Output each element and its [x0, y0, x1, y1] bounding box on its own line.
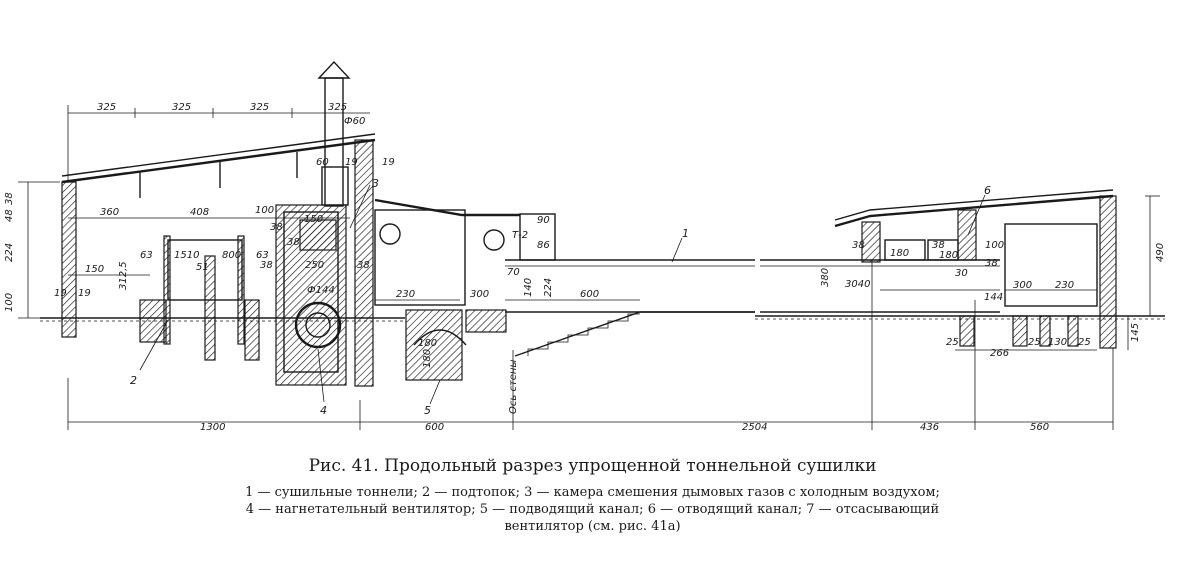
dim-mid-15: 70: [507, 267, 520, 278]
dim-low-9: 266: [990, 348, 1009, 359]
dim-mid-3: 38: [4, 192, 15, 205]
dim-mid-23: 38: [852, 240, 865, 251]
dim-mid-17: 224: [543, 278, 554, 297]
dim-upper-3: 19: [382, 157, 395, 168]
dim-upper-12: Т-2: [512, 230, 528, 241]
dimension-lines: [18, 105, 1160, 430]
dim-mid-27: 100: [985, 240, 1004, 251]
dim-upper-1: 60: [316, 157, 329, 168]
dim-mid-29: 30: [955, 268, 968, 279]
dim-upper-4: 360: [100, 207, 119, 218]
dim-low-11: 130: [1048, 337, 1067, 348]
dim-low-6: 144: [984, 292, 1003, 303]
dim-mid-22: 3040: [845, 279, 870, 290]
dim-upper-10: 90: [537, 215, 550, 226]
callout-5: 5: [424, 404, 431, 417]
dim-low-3: 19: [78, 288, 91, 299]
legend-line-2: 4 — нагнетательный вентилятор; 5 — подво…: [245, 502, 940, 517]
dim-mid-10: 312,5: [118, 261, 129, 290]
callout-2: 2: [130, 374, 137, 387]
legend-line-3: вентилятор (см. рис. 41а): [504, 519, 681, 534]
dim-low-1: 100: [4, 293, 15, 312]
callout-6: 6: [984, 184, 991, 197]
dim-low-8: 25: [946, 337, 959, 348]
dimension-texts: 325 325 325 325 Ф60 60 19 19 360 408 100…: [4, 102, 1166, 433]
dim-mid-25: 38: [932, 240, 945, 251]
dim-mid-20: 600: [580, 289, 599, 300]
dim-low-10: 25: [1028, 337, 1041, 348]
dim-upper-6: 100: [255, 205, 274, 216]
dim-mid-26: 180: [939, 250, 958, 261]
dim-low-7: 145: [1130, 323, 1141, 342]
dim-mid-5: 1510: [174, 250, 199, 261]
dim-top-2: 325: [172, 102, 191, 113]
dim-upper-8: 38: [287, 237, 300, 248]
dim-mid-30: 300: [1013, 280, 1032, 291]
dim-mid-8: 51: [196, 262, 209, 273]
dim-mid-32: 490: [1155, 243, 1166, 262]
dim-upper-7: 150: [304, 214, 323, 225]
right-building: [834, 189, 1117, 349]
dim-top-4: 325: [328, 102, 347, 113]
dim-mid-7: 63: [256, 250, 269, 261]
callouts: 1 2 3 4 5 6: [130, 177, 991, 417]
dim-upper-9: 38: [270, 222, 283, 233]
dim-mid-6: 800: [222, 250, 241, 261]
dim-upper-11: 86: [537, 240, 550, 251]
dim-mid-16: 140: [523, 278, 534, 297]
dim-mid-11: 250: [305, 260, 324, 271]
dim-low-4: 180: [418, 338, 437, 349]
figure-title: Рис. 41. Продольный разрез упрощенной то…: [308, 456, 877, 476]
dim-bottom-2: 600: [425, 422, 444, 433]
dim-mid-13: 38: [260, 260, 273, 271]
callout-4: 4: [320, 404, 327, 417]
dim-upper-5: 408: [190, 207, 209, 218]
dim-mid-18: 230: [396, 289, 415, 300]
dim-low-5: 180: [422, 349, 433, 368]
dim-bottom-5: 560: [1030, 422, 1049, 433]
dim-top-5: Ф60: [344, 116, 365, 127]
legend-line-1: 1 — сушильные тоннели; 2 — подтопок; 3 —…: [245, 485, 940, 500]
dim-mid-2: 48: [4, 209, 15, 222]
dim-top-1: 325: [97, 102, 116, 113]
figure-legend: 1 — сушильные тоннели; 2 — подтопок; 3 —…: [0, 484, 1185, 535]
dim-mid-21: 380: [820, 268, 831, 287]
dim-mid-31: 230: [1055, 280, 1074, 291]
dim-mid-9: 150: [85, 264, 104, 275]
dim-top-3: 325: [250, 102, 269, 113]
callout-3: 3: [372, 177, 379, 190]
axis-label: Ось стены: [508, 360, 519, 414]
dim-mid-1: 224: [4, 243, 15, 262]
dim-upper-2: 19: [345, 157, 358, 168]
dim-mid-24: 180: [890, 248, 909, 259]
dim-mid-14: Ф144: [307, 285, 335, 296]
callout-1: 1: [682, 227, 689, 240]
dim-mid-12: 38: [357, 260, 370, 271]
dim-mid-28: 38: [985, 258, 998, 269]
dim-low-2: 19: [54, 288, 67, 299]
dim-bottom-4: 436: [920, 422, 939, 433]
dim-low-12: 25: [1078, 337, 1091, 348]
dim-mid-19: 300: [470, 289, 489, 300]
dim-bottom-3: 2504: [742, 422, 767, 433]
left-building: [61, 60, 376, 387]
dim-bottom-1: 1300: [200, 422, 225, 433]
dim-mid-4: 63: [140, 250, 153, 261]
